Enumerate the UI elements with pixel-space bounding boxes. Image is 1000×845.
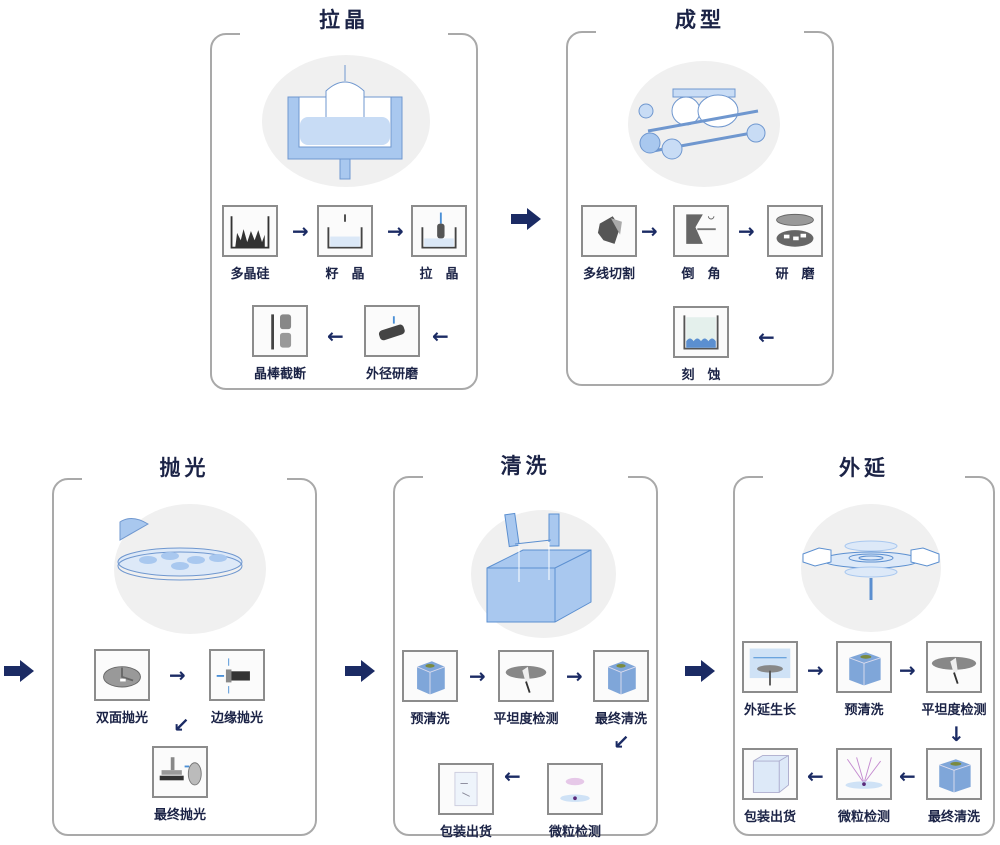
flow-arrow: →	[469, 664, 486, 688]
stage-panel-cleaning: 清洗 预清洗 → 平坦度检测 → 最终清洗 ↙ 微粒检测 ← 包装出货	[393, 453, 658, 840]
ingot-cropping-icon	[252, 305, 308, 357]
step-edge-bevel: 倒 角	[666, 205, 736, 282]
step-etching: 刻 蚀	[666, 306, 736, 383]
step-final-clean: 最终清洗	[919, 748, 989, 825]
flow-arrow: ←	[807, 764, 824, 788]
polysilicon-icon	[222, 205, 278, 257]
stage-title: 成型	[675, 7, 725, 32]
flow-arrow: ↙	[613, 730, 630, 754]
slicing-machine-illustration	[628, 61, 780, 187]
stage-title: 抛光	[159, 455, 210, 480]
step-wire-saw: 多线切割	[574, 205, 644, 282]
final-clean-icon	[593, 650, 649, 702]
double-side-polish-icon	[94, 649, 150, 701]
crystal-pull-icon	[411, 205, 467, 257]
flatness-inspection-icon	[926, 641, 982, 693]
final-clean-icon	[926, 748, 982, 800]
flow-arrow: →	[566, 664, 583, 688]
stage-connector-arrow	[345, 660, 375, 682]
step-edge-polish: 边缘抛光	[202, 649, 272, 726]
od-grinding-icon	[364, 305, 420, 357]
particle-inspection-icon	[547, 763, 603, 815]
step-polysilicon: 多晶硅	[215, 205, 285, 282]
stage-connector-arrow	[511, 208, 541, 230]
step-epitaxial-growth: 外延生长	[735, 641, 805, 718]
packaging-icon	[438, 763, 494, 815]
step-pre-clean: 预清洗	[829, 641, 899, 718]
stage-connector-arrow	[4, 660, 34, 682]
step-final-clean: 最终清洗	[586, 650, 656, 727]
wire-saw-icon	[581, 205, 637, 257]
flow-arrow: ←	[899, 764, 916, 788]
flow-arrow: →	[387, 219, 404, 243]
seed-crystal-icon	[317, 205, 373, 257]
step-double-side-polish: 双面抛光	[87, 649, 157, 726]
lapping-icon	[767, 205, 823, 257]
flow-arrow: ↓	[948, 722, 965, 746]
step-particle-inspection: 微粒检测	[540, 763, 610, 840]
step-od-grinding: 外径研磨	[357, 305, 427, 382]
flow-arrow: →	[899, 658, 916, 682]
stage-title: 清洗	[500, 453, 551, 478]
pre-clean-icon	[836, 641, 892, 693]
flow-arrow: ↙	[173, 713, 190, 737]
step-crystal-pull: 拉 晶	[404, 205, 474, 282]
pre-clean-icon	[402, 650, 458, 702]
stage-connector-arrow	[685, 660, 715, 682]
step-ingot-cropping: 晶棒截断	[245, 305, 315, 382]
edge-polish-icon	[209, 649, 265, 701]
etching-icon	[673, 306, 729, 358]
stage-panel-shaping: 成型 多线切割 → 倒 角 → 研 磨 ← 刻 蚀	[566, 7, 834, 386]
stage-panel-polishing: 抛光 双面抛光 → 边缘抛光 ↙ 最终抛光	[52, 455, 317, 836]
step-flatness-inspection: 平坦度检测	[491, 650, 561, 727]
edge-bevel-icon	[673, 205, 729, 257]
flow-arrow: ←	[432, 324, 449, 348]
step-seed-crystal: 籽 晶	[310, 205, 380, 282]
flow-arrow: →	[807, 658, 824, 682]
cleaning-tank-illustration	[471, 510, 616, 638]
stage-panel-crystal-pulling: 拉晶 多晶硅 → 籽 晶 → 拉 晶 ← 外径研磨 ← 晶棒截断	[210, 7, 478, 390]
step-flatness-inspection: 平坦度检测	[919, 641, 989, 718]
step-final-polish: 最终抛光	[145, 746, 215, 823]
stage-panel-epitaxy: 外延 外延生长 → 预清洗 → 平坦度检测 ↓ 最终清洗 ← 微粒检测 ←	[733, 455, 995, 836]
crystal-furnace-illustration	[262, 55, 430, 187]
step-particle-inspection: 微粒检测	[829, 748, 899, 825]
particle-inspection-icon	[836, 748, 892, 800]
epitaxy-reactor-illustration	[801, 504, 941, 632]
flow-arrow: ←	[758, 325, 775, 349]
polishing-pad-illustration	[114, 504, 266, 634]
flatness-inspection-icon	[498, 650, 554, 702]
packaging-icon	[742, 748, 798, 800]
step-lapping: 研 磨	[760, 205, 830, 282]
flow-arrow: ←	[327, 324, 344, 348]
flow-arrow: →	[292, 219, 309, 243]
stage-title: 拉晶	[319, 7, 369, 32]
step-packaging-shipping: 包装出货	[735, 748, 805, 825]
flow-arrow: →	[641, 219, 658, 243]
flow-arrow: →	[169, 663, 186, 687]
flow-arrow: →	[738, 219, 755, 243]
flow-arrow: ←	[504, 764, 521, 788]
stage-title: 外延	[839, 455, 889, 480]
step-pre-clean: 预清洗	[395, 650, 465, 727]
final-polish-icon	[152, 746, 208, 798]
epitaxial-growth-icon	[742, 641, 798, 693]
step-packaging-shipping: 包装出货	[431, 763, 501, 840]
